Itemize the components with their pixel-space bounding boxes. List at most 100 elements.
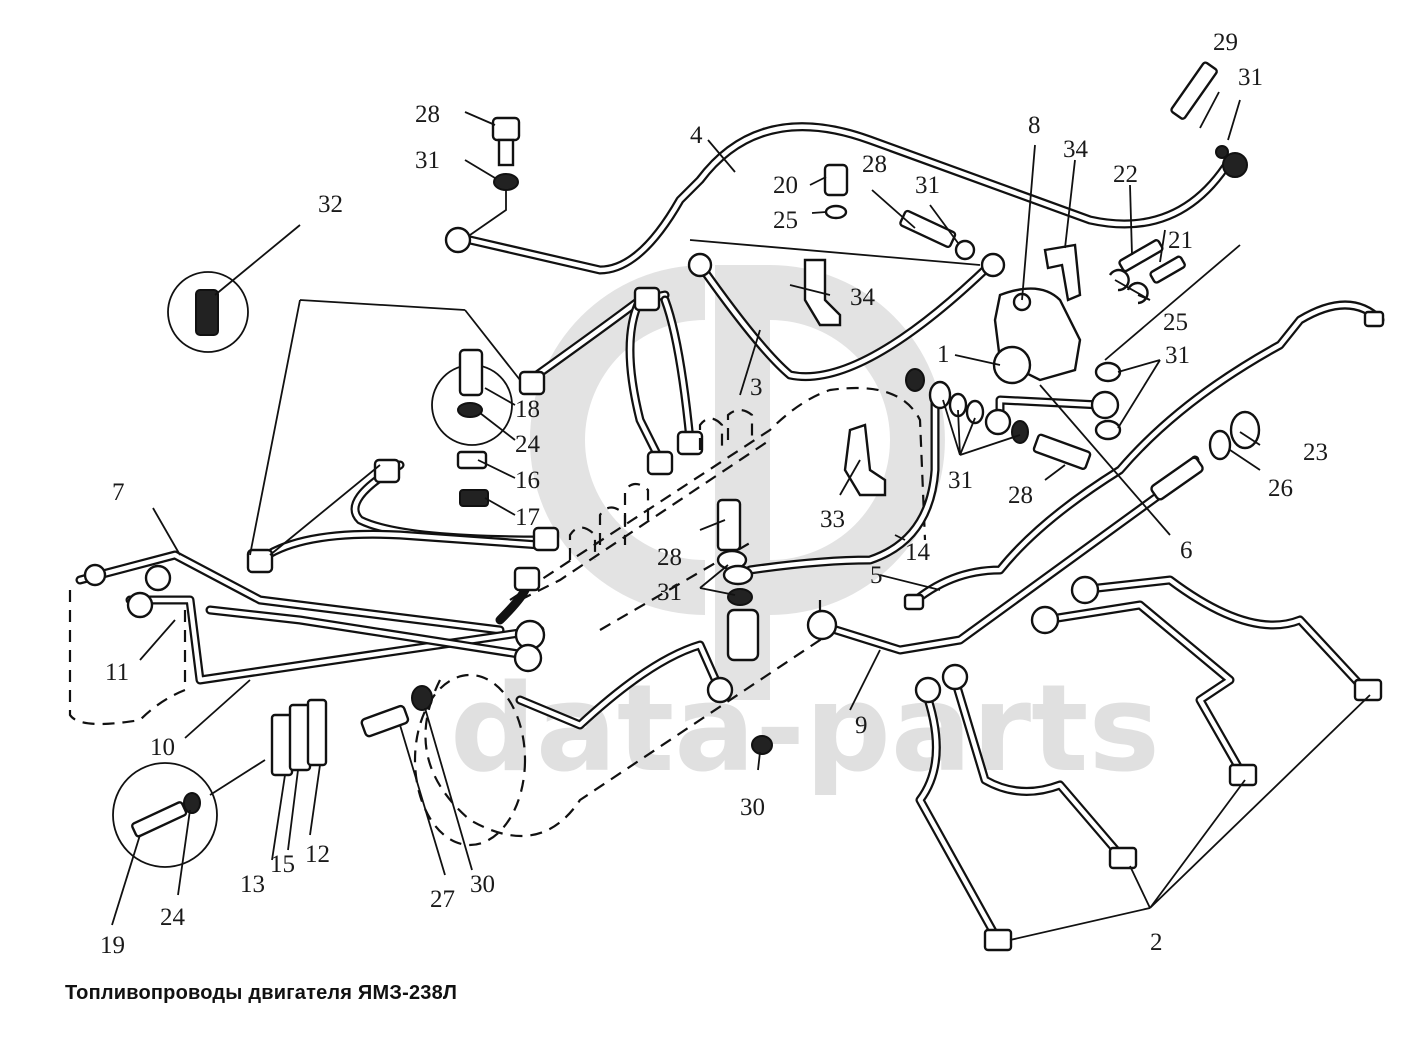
callout-18: 18 xyxy=(515,396,540,423)
callout-31: 31 xyxy=(1238,64,1263,91)
banjo-nut-4-left xyxy=(444,226,472,254)
nut-2a xyxy=(983,928,1013,952)
clip-17 xyxy=(459,489,489,507)
bolt-28-head xyxy=(491,116,521,142)
callout-33: 33 xyxy=(820,506,845,533)
washer-31-mid xyxy=(954,239,976,261)
callout-34: 34 xyxy=(850,284,876,311)
leader-lines xyxy=(111,91,1371,941)
parts xyxy=(83,61,1385,952)
washer-26 xyxy=(1208,429,1232,461)
bracket-34-top xyxy=(1043,243,1082,302)
detail-circle-32 xyxy=(167,271,249,353)
callout-28: 28 xyxy=(862,151,887,178)
washer-31 xyxy=(493,173,519,191)
callout-27: 27 xyxy=(430,886,455,913)
callout-3: 3 xyxy=(750,374,763,401)
callout-7: 7 xyxy=(112,479,125,506)
bolt-20 xyxy=(823,163,849,197)
callout-1: 1 xyxy=(937,341,950,368)
callout-25: 25 xyxy=(1163,309,1188,336)
diagram-caption: Топливопроводы двигателя ЯМЗ-238Л xyxy=(65,982,458,1004)
callout-16: 16 xyxy=(515,467,540,494)
bolt-19 xyxy=(131,801,188,838)
callout-31: 31 xyxy=(948,467,973,494)
fitting-3-right xyxy=(980,252,1006,278)
callout-9: 9 xyxy=(855,712,868,739)
washer-24 xyxy=(457,402,483,418)
nipple-32 xyxy=(195,289,219,336)
callout-32: 32 xyxy=(318,191,343,218)
callout-24: 24 xyxy=(515,431,541,458)
callout-10: 10 xyxy=(150,734,175,761)
clip-16 xyxy=(456,450,488,470)
nut-2d xyxy=(1353,678,1383,702)
callout-labels: 28 31 32 4 20 25 28 31 8 34 22 21 29 31 … xyxy=(100,29,1328,959)
callout-29: 29 xyxy=(1213,29,1238,56)
fitting-9 xyxy=(806,609,838,641)
bolt-21 xyxy=(1149,255,1186,284)
callout-2: 2 xyxy=(1150,929,1163,956)
callout-28: 28 xyxy=(657,544,682,571)
callout-31: 31 xyxy=(415,147,440,174)
washer-25 xyxy=(824,204,848,220)
bolt-28-shank xyxy=(497,138,515,167)
callout-21: 21 xyxy=(1168,227,1193,254)
banjo-29-eye xyxy=(1222,152,1248,178)
bolt-28-right xyxy=(1032,433,1092,471)
bolt-29 xyxy=(1170,61,1218,120)
callout-20: 20 xyxy=(773,172,798,199)
nut-2b xyxy=(1108,846,1138,870)
callout-23: 23 xyxy=(1303,439,1328,466)
callout-28: 28 xyxy=(415,101,440,128)
washer-31-r2 xyxy=(1094,419,1122,441)
bolt-28-filter xyxy=(716,498,742,552)
bolt-22 xyxy=(1118,239,1164,273)
callout-30: 30 xyxy=(470,871,495,898)
callout-25: 25 xyxy=(773,207,798,234)
callout-26: 26 xyxy=(1268,475,1293,502)
watermark-logo xyxy=(529,265,945,700)
callout-11: 11 xyxy=(105,659,129,686)
engine-outline xyxy=(68,386,927,847)
callout-4: 4 xyxy=(690,122,703,149)
callout-15: 15 xyxy=(270,851,295,878)
washer-31-r1 xyxy=(1094,361,1122,383)
watermark: data-parts xyxy=(450,265,1160,799)
callout-14: 14 xyxy=(905,539,931,566)
bracket-33 xyxy=(843,423,887,497)
banjo-1 xyxy=(1090,390,1120,420)
callout-34: 34 xyxy=(1063,136,1089,163)
callout-22: 22 xyxy=(1113,161,1138,188)
fitting-1 xyxy=(992,345,1032,385)
bolt-27 xyxy=(360,704,410,738)
washer-30-b xyxy=(751,735,773,755)
callout-17: 17 xyxy=(515,504,540,531)
callout-19: 19 xyxy=(100,932,125,959)
callout-30: 30 xyxy=(740,794,765,821)
fitting-3-left xyxy=(687,252,713,278)
callout-6: 6 xyxy=(1180,537,1193,564)
callout-31: 31 xyxy=(657,579,682,606)
callout-24: 24 xyxy=(160,904,186,931)
detail-circle-19 xyxy=(112,762,218,868)
spring-fitting xyxy=(1150,456,1204,501)
washer-24-b xyxy=(183,792,201,814)
callout-12: 12 xyxy=(305,841,330,868)
callout-8: 8 xyxy=(1028,112,1041,139)
fitting-1-end xyxy=(984,408,1012,436)
nut-2c xyxy=(1228,763,1258,787)
washer-31-top xyxy=(1215,145,1229,159)
callout-5: 5 xyxy=(870,562,883,589)
filter-body xyxy=(726,608,760,662)
callout-13: 13 xyxy=(240,871,265,898)
washer-30 xyxy=(411,685,433,711)
callout-31: 31 xyxy=(915,172,940,199)
callout-31: 31 xyxy=(1165,342,1190,369)
callout-28: 28 xyxy=(1008,482,1033,509)
pipe-4 xyxy=(465,122,1235,275)
clamp-12 xyxy=(306,698,328,767)
watermark-text: data-parts xyxy=(450,660,1160,799)
bolt-18 xyxy=(458,348,484,397)
